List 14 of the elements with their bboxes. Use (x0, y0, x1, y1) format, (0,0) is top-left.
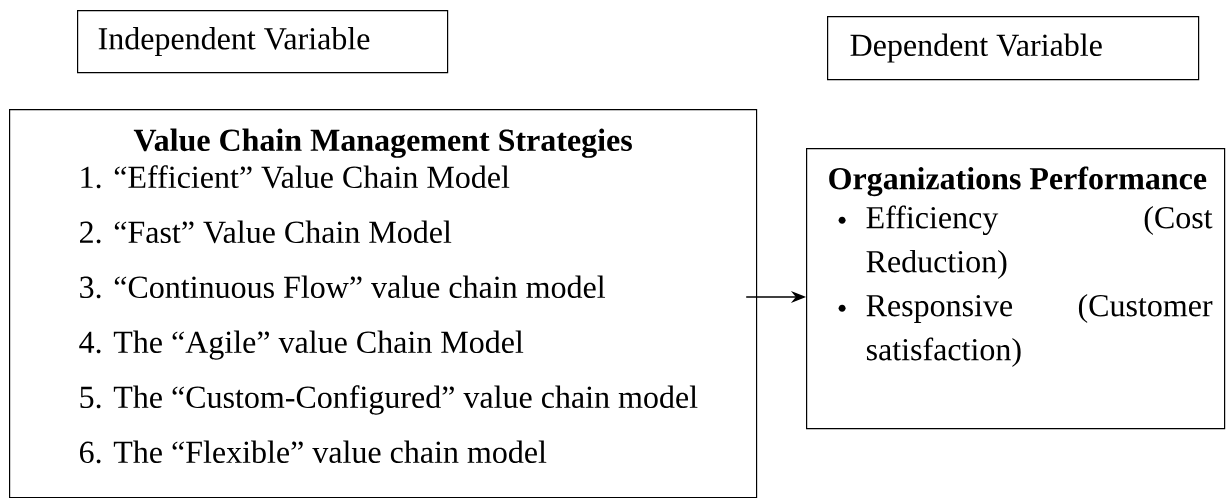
variable-label-box: Dependent Variable (827, 16, 1200, 81)
bullet-item: Efficiency (Cost Reduction) (866, 205, 1213, 279)
performance-box (806, 148, 1226, 430)
list-item: 3. “Continuous Flow” value chain model (80, 275, 605, 299)
box-heading: Value Chain Management Strategies (133, 128, 632, 158)
list-item: 5. The “Custom-Configured” value chain model (80, 385, 698, 415)
list-item: 1. “Efficient” Value Chain Model (81, 165, 510, 189)
strategies-box (9, 109, 758, 498)
list-item: 6. The “Flexible” value chain model (80, 440, 547, 464)
list-item: 4. The “Agile” value Chain Model (79, 330, 524, 360)
list-item: 2. “Fast” Value Chain Model (80, 220, 452, 244)
box-heading: Organizations Performance (829, 166, 1207, 197)
bullet-item: Responsive (Customer satisfaction) (866, 293, 1213, 367)
variable-label-box: Independent Variable (77, 10, 449, 74)
